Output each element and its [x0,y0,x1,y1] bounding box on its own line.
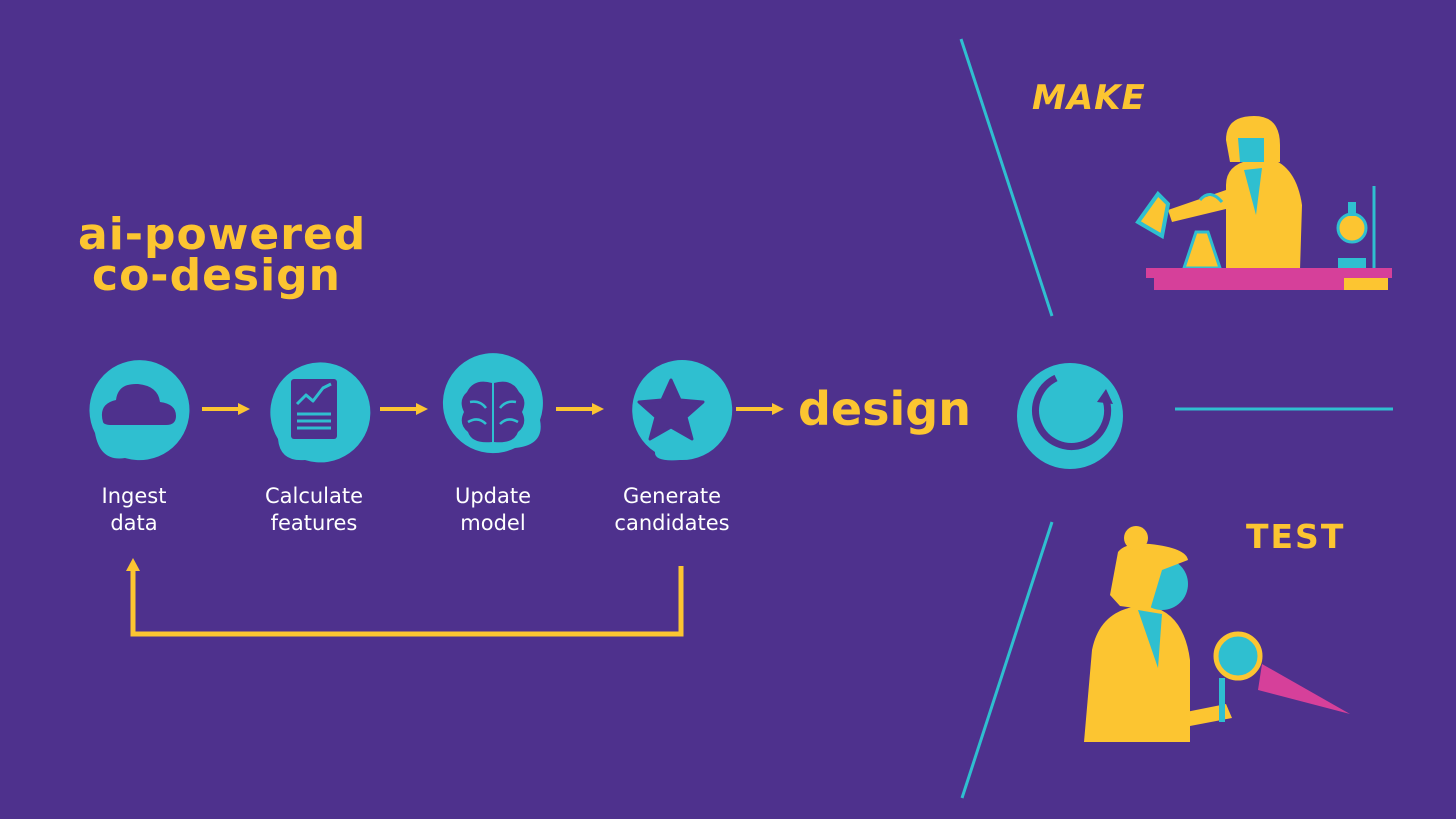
divider-line-bottom [960,521,1054,799]
step-label-update: Update model [454,484,532,535]
flow-arrow [380,403,428,415]
design-label: design [798,382,971,436]
step-label-calculate: Calculate features [264,484,364,535]
step-label-ingest: Ingest data [101,484,167,535]
diagram-title: ai-powered co-design [78,209,367,301]
divider-line-top [959,38,1054,317]
flow-arrow [556,403,604,415]
brain-icon [442,353,543,454]
document-chart-icon [270,362,371,463]
feedback-loop-arrow [126,558,684,637]
step-label-generate: Generate candidates [614,484,730,535]
cloud-icon [89,360,190,461]
test-label: TEST [1246,517,1346,556]
title-line-2: co-design [92,250,342,301]
flow-arrow [736,403,784,415]
lab-scientist-illustration [1135,116,1392,290]
inspector-illustration [1084,526,1350,742]
make-label: MAKE [1032,78,1146,118]
title-line-1: ai-powered [78,209,367,260]
flow-arrow [202,403,250,415]
star-icon [632,360,733,461]
cycle-icon [1017,363,1123,469]
